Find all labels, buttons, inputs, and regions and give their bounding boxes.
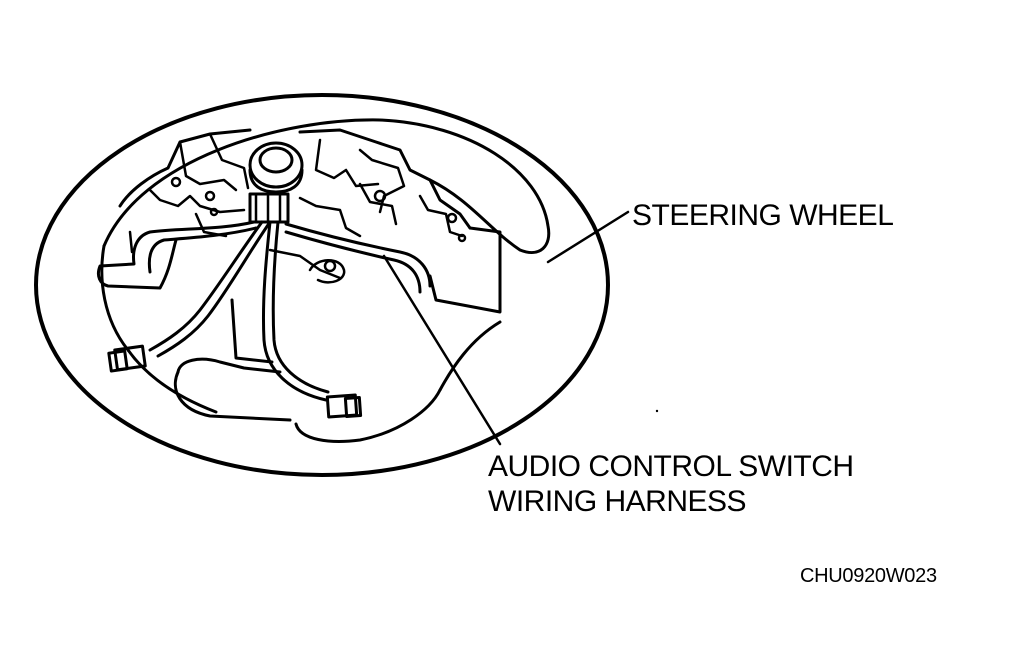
steering-hub-mechanism: [118, 128, 472, 284]
steering-wheel-leader-line: [546, 210, 630, 264]
harness-leader-line: [382, 254, 502, 446]
steering-wheel-lower-spoke: [173, 226, 502, 443]
stray-dot: [655, 409, 659, 413]
steering-wheel-label: STEERING WHEEL: [632, 199, 894, 232]
harness-label-line-1: AUDIO CONTROL SWITCH: [488, 450, 854, 483]
harness-center-connector: [248, 192, 290, 224]
harness-label-line-2: WIRING HARNESS: [488, 485, 747, 518]
steering-wheel-rim: [34, 93, 610, 477]
harness-end-connectors: [107, 344, 363, 419]
audio-switch-wiring-harness: [96, 220, 432, 402]
figure-code: CHU0920W023: [800, 565, 937, 587]
